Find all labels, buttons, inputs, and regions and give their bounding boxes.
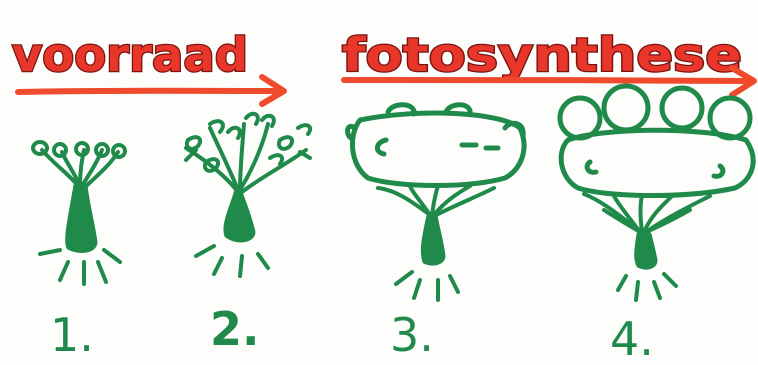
stage-number-2: 2. xyxy=(210,306,259,352)
stage-number-1: 1. xyxy=(50,312,94,358)
stage-number-4: 4. xyxy=(610,316,654,362)
plant-stage-1 xyxy=(33,142,125,284)
plant-stage-4 xyxy=(560,86,753,300)
reserve-phase-arrow xyxy=(18,77,284,104)
plant-stage-3 xyxy=(348,105,525,300)
stage-number-3: 3. xyxy=(390,312,434,358)
plant-stage-2 xyxy=(186,114,310,276)
